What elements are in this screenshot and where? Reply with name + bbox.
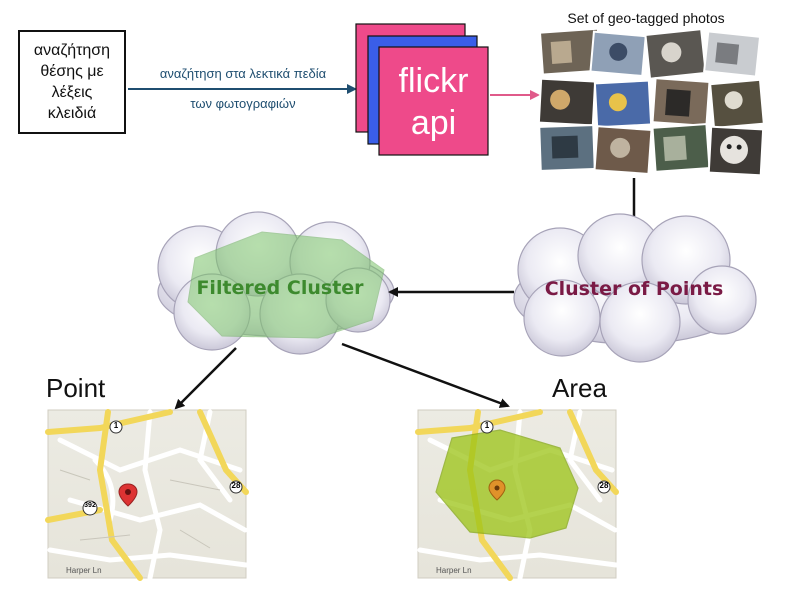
keyword-box-line4: κλειδιά — [47, 105, 97, 122]
area-polygon — [435, 429, 579, 539]
harper-lane-label: Harper Ln — [66, 566, 102, 575]
flickr-api-box — [378, 46, 489, 156]
route-shields — [82, 420, 611, 516]
keyword-search-box: αναζήτηση θέσης με λέξεις κλειδιά — [18, 30, 126, 134]
filtered-to-area-arrow — [341, 342, 510, 408]
area-harper-lane-label: Harper Ln — [436, 566, 472, 575]
area-route-28-label: 28 — [599, 481, 609, 490]
area-map — [415, 409, 619, 581]
route-28-label: 28 — [231, 481, 241, 490]
filtered-cluster-cloud — [157, 211, 395, 355]
point-map-title: Point — [46, 373, 106, 403]
photo-collage — [537, 27, 765, 177]
area-route-1-label: 1 — [484, 421, 490, 430]
point-marker — [118, 483, 138, 507]
keyword-box-line2: θέσης με — [40, 63, 104, 80]
cluster-hull — [187, 231, 385, 339]
cluster-of-points-cloud — [513, 213, 757, 363]
filtered-to-point-arrow — [174, 347, 237, 410]
area-marker — [488, 479, 506, 501]
point-map — [45, 409, 249, 581]
keyword-box-line1: αναζήτηση — [33, 42, 111, 59]
area-map-title: Area — [552, 373, 607, 403]
cluster-of-points-label: Cluster of Points — [544, 278, 724, 300]
flickr-label: flickr — [398, 62, 469, 100]
route-1-label: 1 — [113, 421, 119, 430]
route-392-label: 392 — [84, 502, 96, 509]
photos-title: Set of geo-tagged photos — [567, 10, 725, 26]
flickr-stack — [355, 23, 489, 156]
search-edge-label-line2: των φωτογραφιών — [190, 96, 296, 111]
keyword-box-line3: λέξεις — [51, 84, 93, 101]
api-label: api — [410, 104, 457, 142]
filtered-cluster-label: Filtered Cluster — [196, 277, 364, 299]
search-edge-label-line1: αναζήτηση στα λεκτικά πεδία — [159, 66, 327, 81]
